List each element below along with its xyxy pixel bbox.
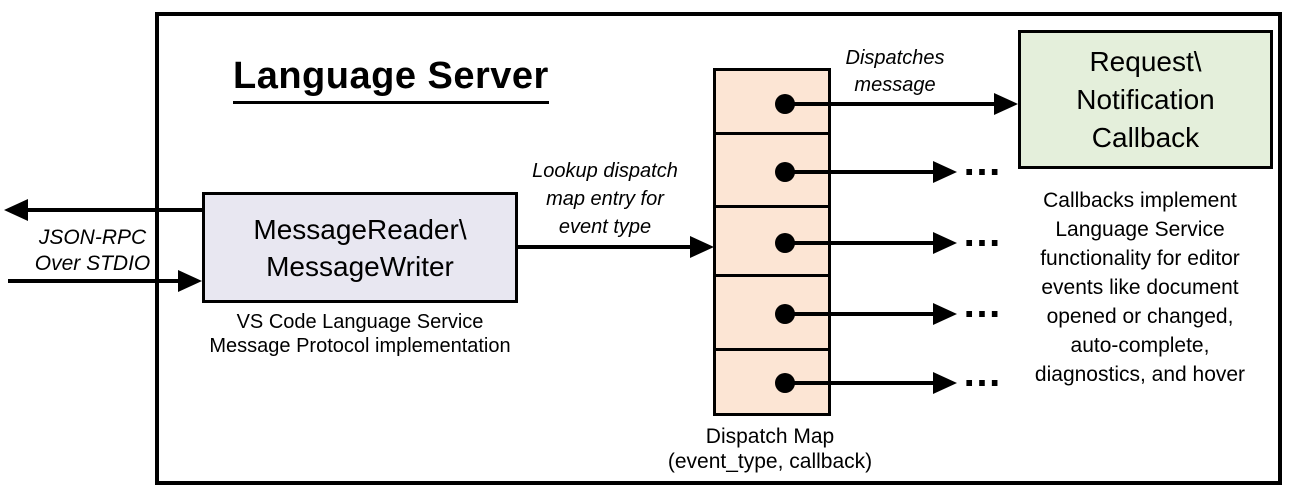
dispatch-map-cell bbox=[716, 277, 828, 351]
diagram-title: Language Server bbox=[233, 55, 549, 104]
ellipsis: … bbox=[962, 351, 1003, 395]
dispatch-map-cell bbox=[716, 208, 828, 277]
message-reader-writer-label: MessageReader\ MessageWriter bbox=[253, 213, 467, 282]
ellipsis: … bbox=[962, 211, 1003, 255]
dispatch-map-cell bbox=[716, 351, 828, 413]
message-reader-caption: VS Code Language Service Message Protoco… bbox=[209, 311, 511, 357]
dispatch-map-caption: Dispatch Map (event_type, callback) bbox=[667, 425, 873, 473]
dispatch-map-cell bbox=[716, 71, 828, 135]
lookup-dispatch-label: Lookup dispatch map entry for event type bbox=[532, 160, 678, 238]
ellipsis: … bbox=[962, 282, 1003, 326]
callbacks-note: Callbacks implement Language Service fun… bbox=[1034, 189, 1246, 386]
diagram-title-wrap: Language Server bbox=[233, 55, 549, 104]
request-notification-callback-label: Request\ Notification Callback bbox=[1076, 45, 1215, 153]
dispatch-map-box bbox=[713, 68, 831, 416]
message-reader-writer-box: MessageReader\ MessageWriter bbox=[202, 192, 518, 303]
dispatches-message-label: Dispatches message bbox=[845, 47, 945, 96]
dispatch-map-cell bbox=[716, 135, 828, 208]
ellipsis: … bbox=[962, 140, 1003, 184]
language-server-boundary bbox=[155, 12, 1282, 485]
json-rpc-io-label: JSON-RPC Over STDIO bbox=[34, 226, 151, 275]
request-notification-callback-box: Request\ Notification Callback bbox=[1018, 30, 1273, 169]
